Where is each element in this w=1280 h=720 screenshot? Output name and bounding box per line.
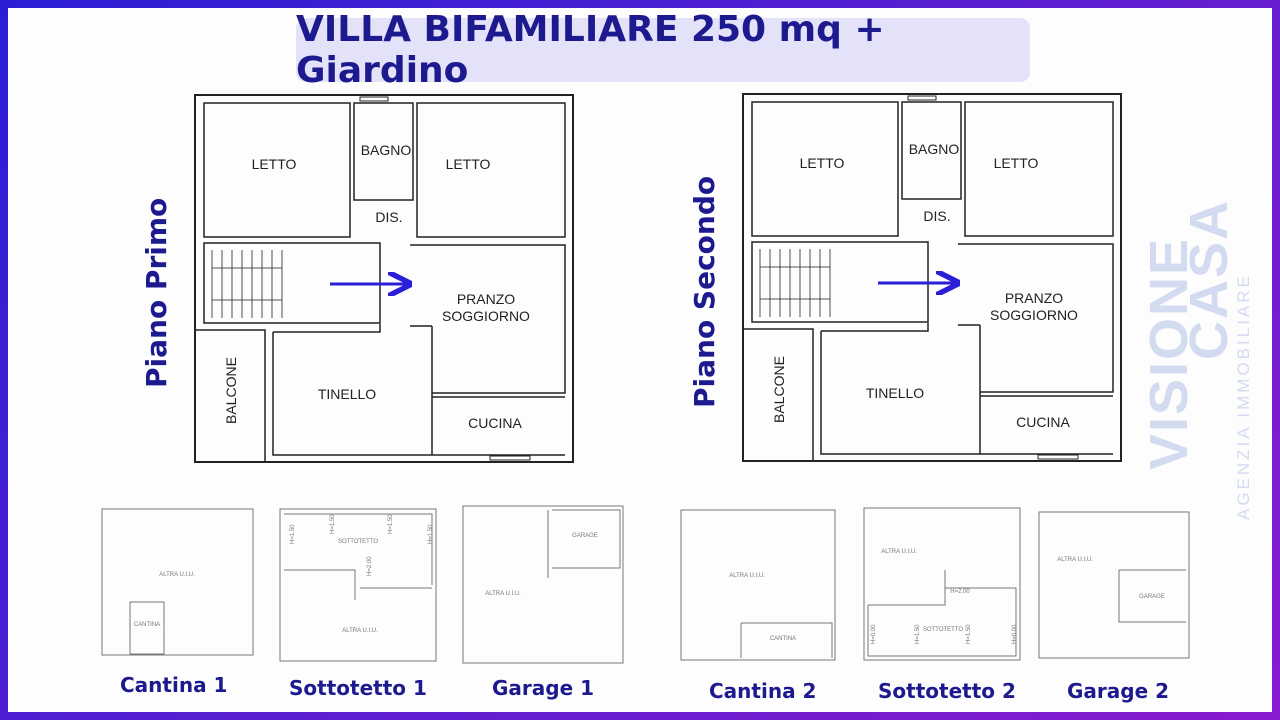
room-label-dis: DIS.	[375, 209, 403, 225]
small-plan-label: GARAGE	[1139, 594, 1165, 600]
room-label-cucina: CUCINA	[468, 415, 522, 431]
room-label-tinello: TINELLO	[865, 385, 925, 401]
small-plan-label: H=1.50	[966, 624, 972, 644]
caption-garage-2: Garage 2	[1067, 679, 1170, 703]
small-plan-label: ALTRA U.I.U.	[485, 591, 521, 597]
small-plan-label: H=2.00	[950, 589, 970, 595]
room-label-pranzo2: SOGGIORNO	[990, 307, 1078, 323]
small-plan-label: ALTRA U.I.U.	[1057, 557, 1093, 563]
small-plan-label: H=1.50	[428, 524, 434, 544]
floor-label-secondo: Piano Secondo	[688, 175, 721, 408]
room-label-balcone: BALCONE	[223, 357, 239, 424]
small-plan-label: H=2.00	[367, 556, 373, 576]
plan-cantina-2	[680, 509, 836, 661]
room-label-cucina: CUCINA	[1016, 414, 1070, 430]
caption-sottotetto-1: Sottotetto 1	[289, 676, 427, 700]
small-plan-label: GARAGE	[572, 533, 598, 539]
room-label-bagno: BAGNO	[360, 142, 412, 158]
room-label-bagno: BAGNO	[908, 141, 960, 157]
small-plan-label: H=1.50	[290, 524, 296, 544]
caption-cantina-2: Cantina 2	[709, 679, 817, 703]
small-plan-label: CANTINA	[133, 622, 161, 628]
floor-label-primo: Piano Primo	[140, 197, 173, 388]
small-plan-label: ALTRA U.I.U.	[342, 628, 378, 634]
plan-sottotetto-2	[863, 507, 1021, 661]
room-label-dis: DIS.	[923, 208, 951, 224]
caption-garage-1: Garage 1	[492, 676, 595, 700]
small-plan-label: CANTINA	[769, 636, 797, 642]
small-plan-label: H=1.50	[388, 514, 394, 534]
caption-sottotetto-2: Sottotetto 2	[878, 679, 1016, 703]
room-label-pranzo1: PRANZO	[1004, 290, 1064, 306]
room-label-letto1: LETTO	[251, 156, 297, 172]
small-plan-label: H=1.50	[915, 624, 921, 644]
small-plan-label: SOTTOTETTO	[922, 627, 964, 633]
caption-cantina-1: Cantina 1	[120, 673, 228, 697]
small-plan-label: ALTRA U.I.U.	[881, 549, 917, 555]
small-plan-label: ALTRA U.I.U.	[729, 573, 765, 579]
plan-cantina-1	[101, 508, 254, 656]
room-label-tinello: TINELLO	[317, 386, 377, 402]
room-label-pranzo2: SOGGIORNO	[442, 308, 530, 324]
small-plan-label: ALTRA U.I.U.	[159, 572, 195, 578]
room-label-letto1: LETTO	[799, 155, 845, 171]
small-plan-label: H=0.00	[871, 624, 877, 644]
room-label-letto2: LETTO	[445, 156, 491, 172]
room-label-letto2: LETTO	[993, 155, 1039, 171]
small-plan-label: H=1.50	[330, 514, 336, 534]
plan-sottotetto-1	[279, 508, 437, 662]
room-label-balcone: BALCONE	[771, 356, 787, 423]
plan-garage-1	[462, 505, 624, 664]
plan-garage-2	[1038, 511, 1190, 659]
small-plan-label: SOTTOTETTO	[337, 539, 379, 545]
small-plan-label: H=0.00	[1012, 624, 1018, 644]
page-background	[8, 8, 1272, 712]
room-label-pranzo1: PRANZO	[456, 291, 516, 307]
